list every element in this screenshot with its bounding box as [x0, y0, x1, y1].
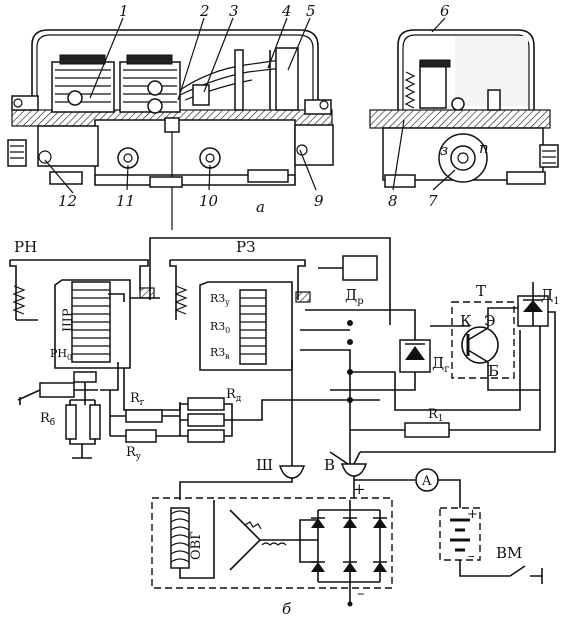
- callout-9: 9: [314, 192, 324, 210]
- rz-y-label: RЗу: [210, 292, 230, 307]
- r1-label: R1: [428, 407, 444, 424]
- emitter-label: Э: [484, 312, 495, 330]
- terminal-v-label: В: [324, 456, 335, 474]
- relay-housing-front-view: [7, 29, 334, 230]
- ammeter-label: A: [421, 474, 432, 489]
- callout-7: 7: [428, 192, 438, 210]
- callout-5: 5: [306, 2, 316, 20]
- shunt-winding-label: ШР: [61, 308, 76, 332]
- battery-circuit: A + – ВМ: [415, 468, 543, 584]
- diode-dg: Дг: [399, 339, 449, 375]
- panel-label-b: б: [282, 600, 292, 618]
- generator-minus: –: [357, 584, 365, 602]
- diode-dp-label: Др: [345, 286, 364, 307]
- callout-6: 6: [440, 2, 450, 20]
- callout-leaders: [44, 17, 456, 194]
- callout-numbers: 1 2 3 4 5 6 7 8 9 10 11 12 а: [58, 2, 450, 216]
- rn-label: РН: [14, 238, 37, 256]
- callout-2: 2: [199, 2, 210, 20]
- terminals: Ш В +: [179, 451, 415, 500]
- callout-10: 10: [199, 192, 219, 210]
- transistor-label: Т: [476, 282, 486, 300]
- rn0-label: РН0: [50, 347, 72, 362]
- ry-label: Rу: [126, 445, 142, 462]
- rb-label: Rб: [40, 411, 55, 428]
- battery-minus: –: [468, 549, 475, 564]
- svg-text:з: з: [440, 141, 448, 159]
- rz-0-label: RЗ0: [210, 320, 230, 335]
- callout-8: 8: [388, 192, 398, 210]
- callout-4: 4: [281, 2, 292, 20]
- diode-dg-label: Дг: [432, 354, 449, 375]
- diode-d1: Д1: [517, 286, 560, 327]
- relay-housing-side-view: з п: [369, 29, 559, 188]
- base-label: Б: [488, 362, 499, 380]
- transistor-block: Т К Э Б: [451, 282, 515, 380]
- switch-label: ВМ: [496, 544, 522, 562]
- rd-label: Rд: [226, 387, 242, 404]
- diode-dp: Др: [149, 237, 391, 325]
- callout-1: 1: [119, 2, 129, 20]
- rz-label: РЗ: [236, 238, 255, 256]
- generator-block: ОВГ –: [151, 497, 393, 607]
- svg-text:п: п: [479, 139, 489, 157]
- panel-label-a: а: [256, 198, 265, 216]
- resistor-network: Rб Rг Rд Rу: [17, 371, 350, 462]
- field-winding-label: ОВГ: [189, 531, 204, 560]
- battery-plus: +: [467, 507, 478, 522]
- voltage-regulator-relay: РН ШР РН0: [9, 238, 160, 369]
- wiring: R1: [100, 282, 556, 470]
- collector-label: К: [460, 312, 472, 330]
- terminal-plus: +: [353, 480, 366, 498]
- callout-11: 11: [116, 192, 135, 210]
- rz-v-label: RЗв: [210, 346, 230, 361]
- rg-label: Rг: [130, 391, 145, 408]
- callout-12: 12: [58, 192, 77, 210]
- terminal-sh-label: Ш: [256, 456, 273, 474]
- diode-d1-label: Д1: [541, 286, 560, 307]
- callout-3: 3: [229, 2, 239, 20]
- protection-relay: РЗ RЗу RЗ0 RЗв: [169, 238, 311, 371]
